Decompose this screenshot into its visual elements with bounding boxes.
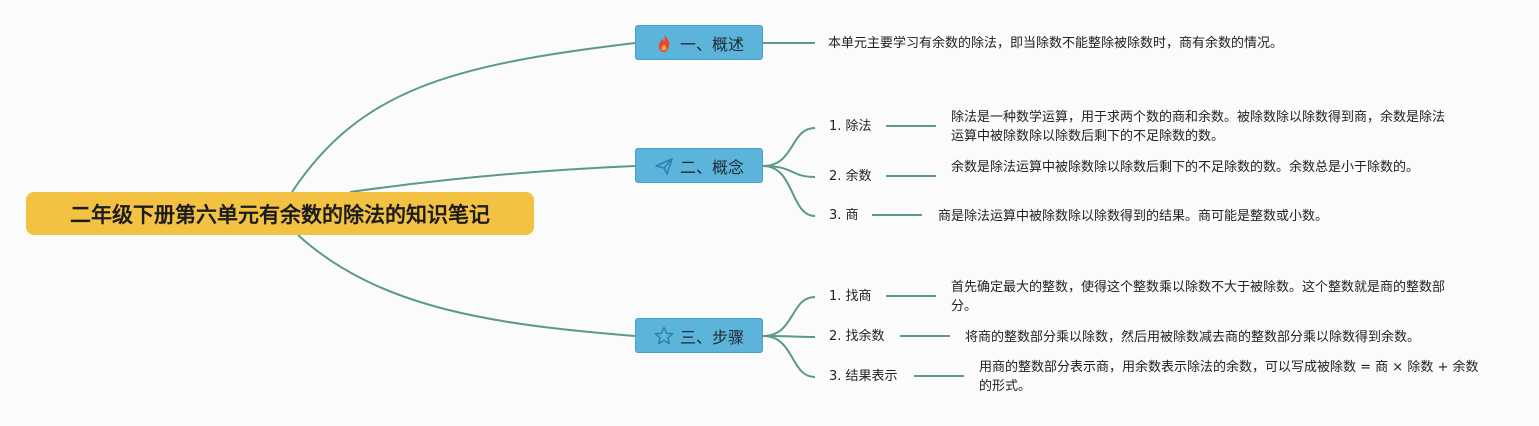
concept-quotient-desc: 商是除法运算中被除数除以除数得到的结果。商可能是整数或小数。 bbox=[938, 209, 1329, 224]
root-topic[interactable]: 二年级下册第六单元有余数的除法的知识笔记 bbox=[26, 192, 534, 235]
connector-branch-3-child-3 bbox=[762, 335, 816, 378]
step-result-desc: 用商的整数部分表示商，用余数表示除法的余数，可以写成被除数 = 商 × 除数 +… bbox=[979, 360, 1479, 394]
step-find-remainder-desc: 将商的整数部分乘以除数，然后用被除数减去商的整数部分乘以除数得到余数。 bbox=[965, 330, 1421, 345]
connector-root-branch-3 bbox=[297, 234, 636, 337]
step-find-remainder-label[interactable]: 2. 找余数 bbox=[829, 329, 885, 344]
branch-overview[interactable]: 一、概述 bbox=[635, 25, 763, 60]
branch-steps[interactable]: 三、步骤 bbox=[635, 318, 763, 353]
connector-branch-2-child-1 bbox=[762, 127, 816, 167]
concept-division-label[interactable]: 1. 除法 bbox=[829, 119, 872, 134]
star-icon bbox=[654, 326, 674, 346]
paper-plane-icon bbox=[654, 156, 674, 176]
concept-remainder-desc: 余数是除法运算中被除数除以除数后剩下的不足除数的数。余数总是小于除数的。 bbox=[951, 160, 1420, 175]
connector-root-branch-1 bbox=[291, 42, 636, 193]
fire-icon bbox=[654, 33, 674, 53]
branch-overview-label: 一、概述 bbox=[679, 34, 744, 54]
branch-steps-label: 三、步骤 bbox=[679, 327, 744, 347]
concept-remainder-label[interactable]: 2. 余数 bbox=[829, 169, 872, 184]
concept-quotient-label[interactable]: 3. 商 bbox=[829, 208, 859, 223]
branch-overview-desc: 本单元主要学习有余数的除法，即当除数不能整除被除数时，商有余数的情况。 bbox=[828, 36, 1284, 51]
step-find-quotient-label[interactable]: 1. 找商 bbox=[829, 289, 872, 304]
concept-division-desc: 除法是一种数学运算，用于求两个数的商和余数。被除数除以除数得到商，余数是除法运算… bbox=[951, 110, 1446, 144]
branch-concepts-label: 二、概念 bbox=[679, 157, 744, 177]
step-result-label[interactable]: 3. 结果表示 bbox=[829, 369, 898, 384]
branch-concepts[interactable]: 二、概念 bbox=[635, 148, 763, 183]
step-find-quotient-desc: 首先确定最大的整数，使得这个整数乘以除数不大于被除数。这个整数就是商的整数部分。 bbox=[951, 280, 1446, 314]
connector-branch-2-child-3 bbox=[762, 165, 816, 217]
connector-root-branch-2 bbox=[349, 165, 636, 193]
connector-branch-3-child-1 bbox=[762, 296, 816, 337]
root-topic-label: 二年级下册第六单元有余数的除法的知识笔记 bbox=[70, 202, 490, 227]
